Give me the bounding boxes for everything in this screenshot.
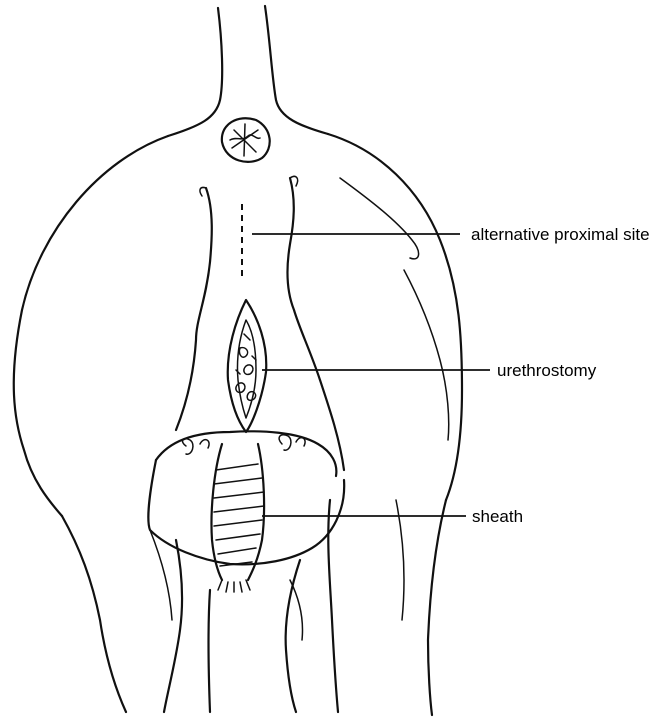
right-buttock — [328, 134, 462, 715]
hind-legs — [150, 500, 404, 712]
left-buttock — [14, 136, 168, 712]
sheath — [211, 444, 264, 592]
label-alternative-proximal-site: alternative proximal site — [471, 225, 650, 244]
perineal-folds — [176, 176, 344, 470]
urethrostomy-opening — [228, 300, 267, 432]
label-urethrostomy: urethrostomy — [497, 361, 597, 380]
label-sheath: sheath — [472, 507, 523, 526]
tail — [168, 6, 328, 136]
anus — [222, 118, 270, 162]
